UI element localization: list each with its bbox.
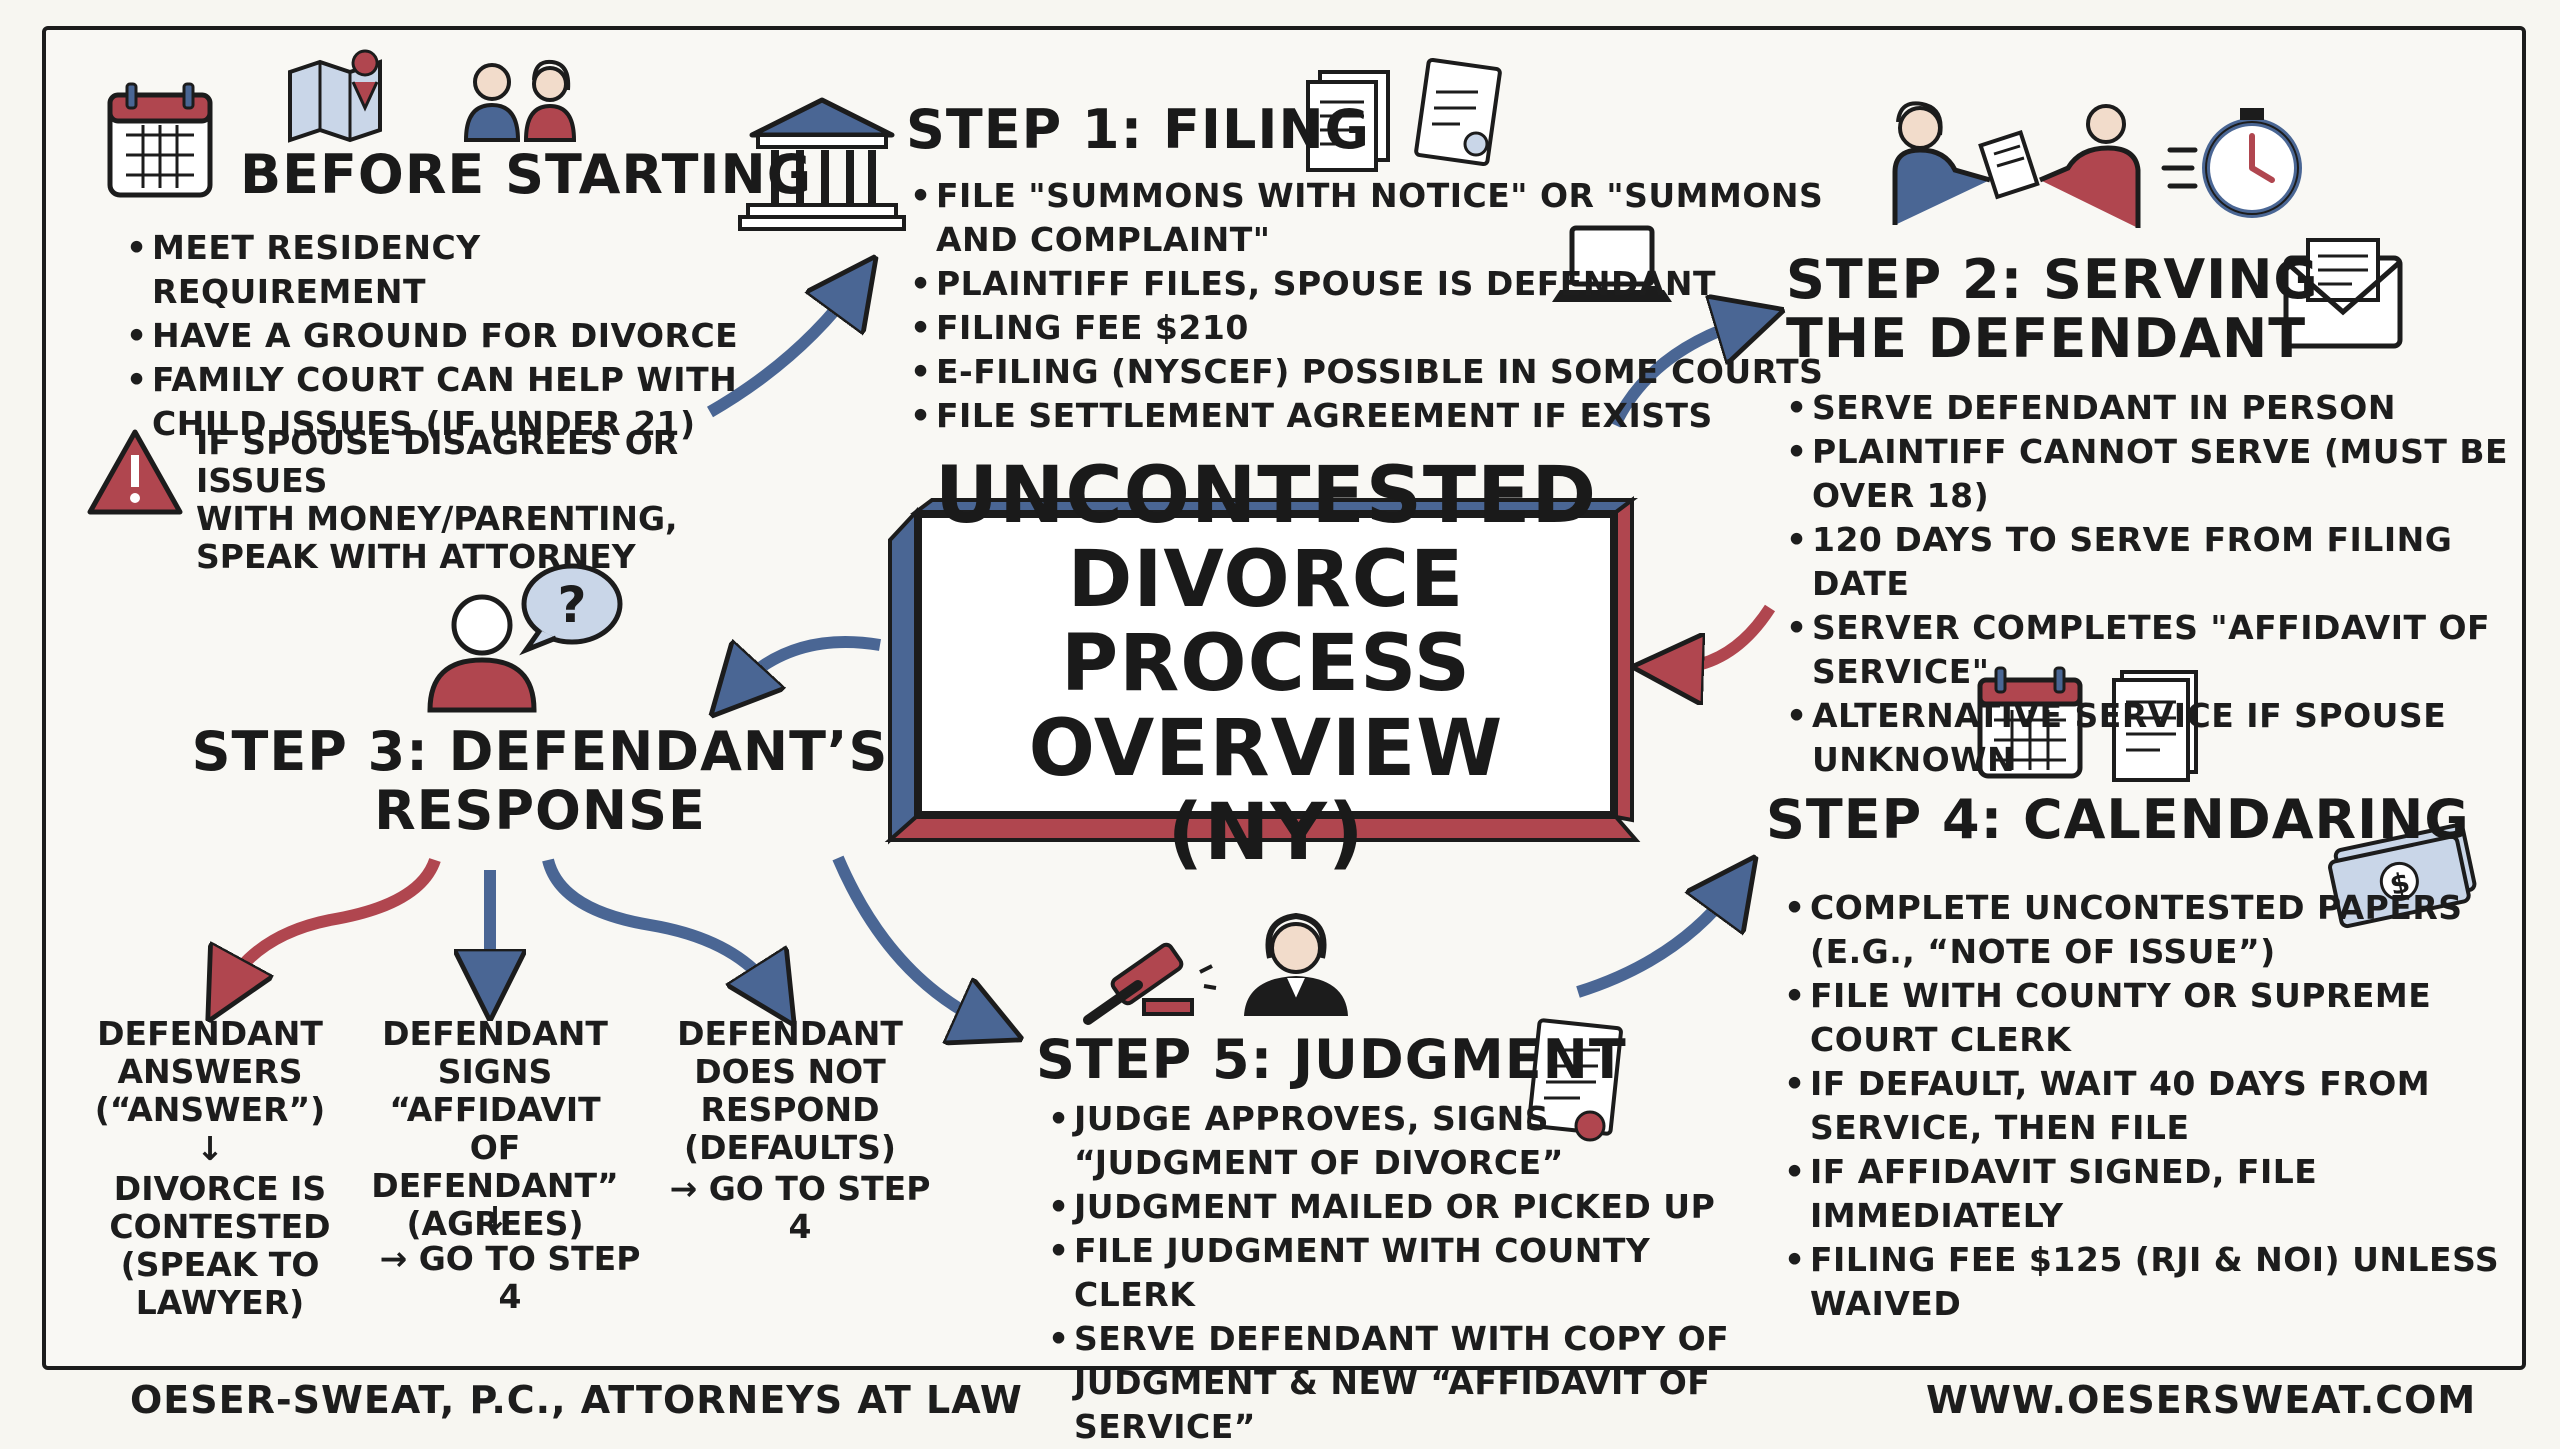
before-starting-heading: BEFORE STARTING <box>240 143 813 206</box>
list-item: COMPLETE UNCONTESTED PAPERS (E.G., “NOTE… <box>1780 886 2510 974</box>
list-item: ALTERNATIVE SERVICE IF SPOUSE UNKNOWN <box>1782 694 2522 782</box>
step1-heading: STEP 1: FILING <box>906 98 1370 161</box>
list-item: PLAINTIFF CANNOT SERVE (MUST BE OVER 18) <box>1782 430 2522 518</box>
signs-go-to-step4: → GO TO STEP 4 <box>379 1239 641 1316</box>
step4-list: COMPLETE UNCONTESTED PAPERS (E.G., “NOTE… <box>1780 886 2510 1326</box>
step5-list: JUDGE APPROVES, SIGNS “JUDGMENT OF DIVOR… <box>1044 1097 1744 1449</box>
list-item: MEET RESIDENCY REQUIREMENT <box>122 226 742 314</box>
step1-list: FILE "SUMMONS WITH NOTICE" OR "SUMMONS A… <box>906 174 1906 438</box>
defendant-defaults-text: DEFENDANT DOES NOT RESPOND (DEFAULTS) <box>677 1014 903 1167</box>
list-item: FILING FEE $210 <box>906 306 1906 350</box>
list-item: FILE WITH COUNTY OR SUPREME COURT CLERK <box>1780 974 2510 1062</box>
divorce-contested-text: DIVORCE IS CONTESTED (SPEAK TO LAWYER) <box>109 1169 331 1322</box>
footer-website-link[interactable]: WWW.OESERSWEAT.COM <box>1926 1378 2477 1422</box>
defendant-signs-text: DEFENDANT SIGNS “AFFIDAVIT OF DEFENDANT”… <box>371 1014 619 1243</box>
defendant-answers-text: DEFENDANT ANSWERS (“ANSWER”) <box>94 1014 326 1129</box>
list-item: SERVE DEFENDANT WITH COPY OF JUDGMENT & … <box>1044 1317 1744 1449</box>
list-item: E-FILING (NYSCEF) POSSIBLE IN SOME COURT… <box>906 350 1906 394</box>
list-item: FILE SETTLEMENT AGREEMENT IF EXISTS <box>906 394 1906 438</box>
center-title-box: UNCONTESTED DIVORCE PROCESS OVERVIEW (NY… <box>916 454 1616 875</box>
list-item: JUDGE APPROVES, SIGNS “JUDGMENT OF DIVOR… <box>1044 1097 1744 1185</box>
step4-heading: STEP 4: CALENDARING <box>1766 788 2470 851</box>
answers-down-arrow: ↓ <box>196 1129 224 1168</box>
defaults-go-to-step4: → GO TO STEP 4 <box>669 1169 931 1246</box>
list-item: SERVER COMPLETES "AFFIDAVIT OF SERVICE" <box>1782 606 2522 694</box>
list-item: IF AFFIDAVIT SIGNED, FILE IMMEDIATELY <box>1780 1150 2510 1238</box>
list-item: 120 DAYS TO SERVE FROM FILING DATE <box>1782 518 2522 606</box>
step2-heading: STEP 2: SERVING THE DEFENDANT <box>1786 248 2319 371</box>
list-item: FAMILY COURT CAN HELP WITH CHILD ISSUES … <box>122 358 742 446</box>
list-item: SERVE DEFENDANT IN PERSON <box>1782 386 2522 430</box>
step5-heading: STEP 5: JUDGMENT <box>1036 1028 1627 1091</box>
signs-down-arrow: ↓ <box>481 1199 509 1238</box>
list-item: JUDGMENT MAILED OR PICKED UP <box>1044 1185 1744 1229</box>
list-item: FILE "SUMMONS WITH NOTICE" OR "SUMMONS A… <box>906 174 1906 262</box>
step3-heading: STEP 3: DEFENDANT’S RESPONSE <box>191 720 889 843</box>
step2-list: SERVE DEFENDANT IN PERSON PLAINTIFF CANN… <box>1782 386 2522 782</box>
list-item: HAVE A GROUND FOR DIVORCE <box>122 314 742 358</box>
list-item: FILING FEE $125 (RJI & NOI) UNLESS WAIVE… <box>1780 1238 2510 1326</box>
list-item: IF DEFAULT, WAIT 40 DAYS FROM SERVICE, T… <box>1780 1062 2510 1150</box>
footer-firm-name: OESER-SWEAT, P.C., ATTORNEYS AT LAW <box>130 1378 1023 1422</box>
attorney-warning-text: IF SPOUSE DISAGREES OR ISSUES WITH MONEY… <box>196 423 679 576</box>
before-starting-list: MEET RESIDENCY REQUIREMENT HAVE A GROUND… <box>122 226 742 446</box>
list-item: FILE JUDGMENT WITH COUNTY CLERK <box>1044 1229 1744 1317</box>
list-item: PLAINTIFF FILES, SPOUSE IS DEFENDANT <box>906 262 1906 306</box>
diagram-title: UNCONTESTED DIVORCE PROCESS OVERVIEW (NY… <box>934 450 1598 878</box>
